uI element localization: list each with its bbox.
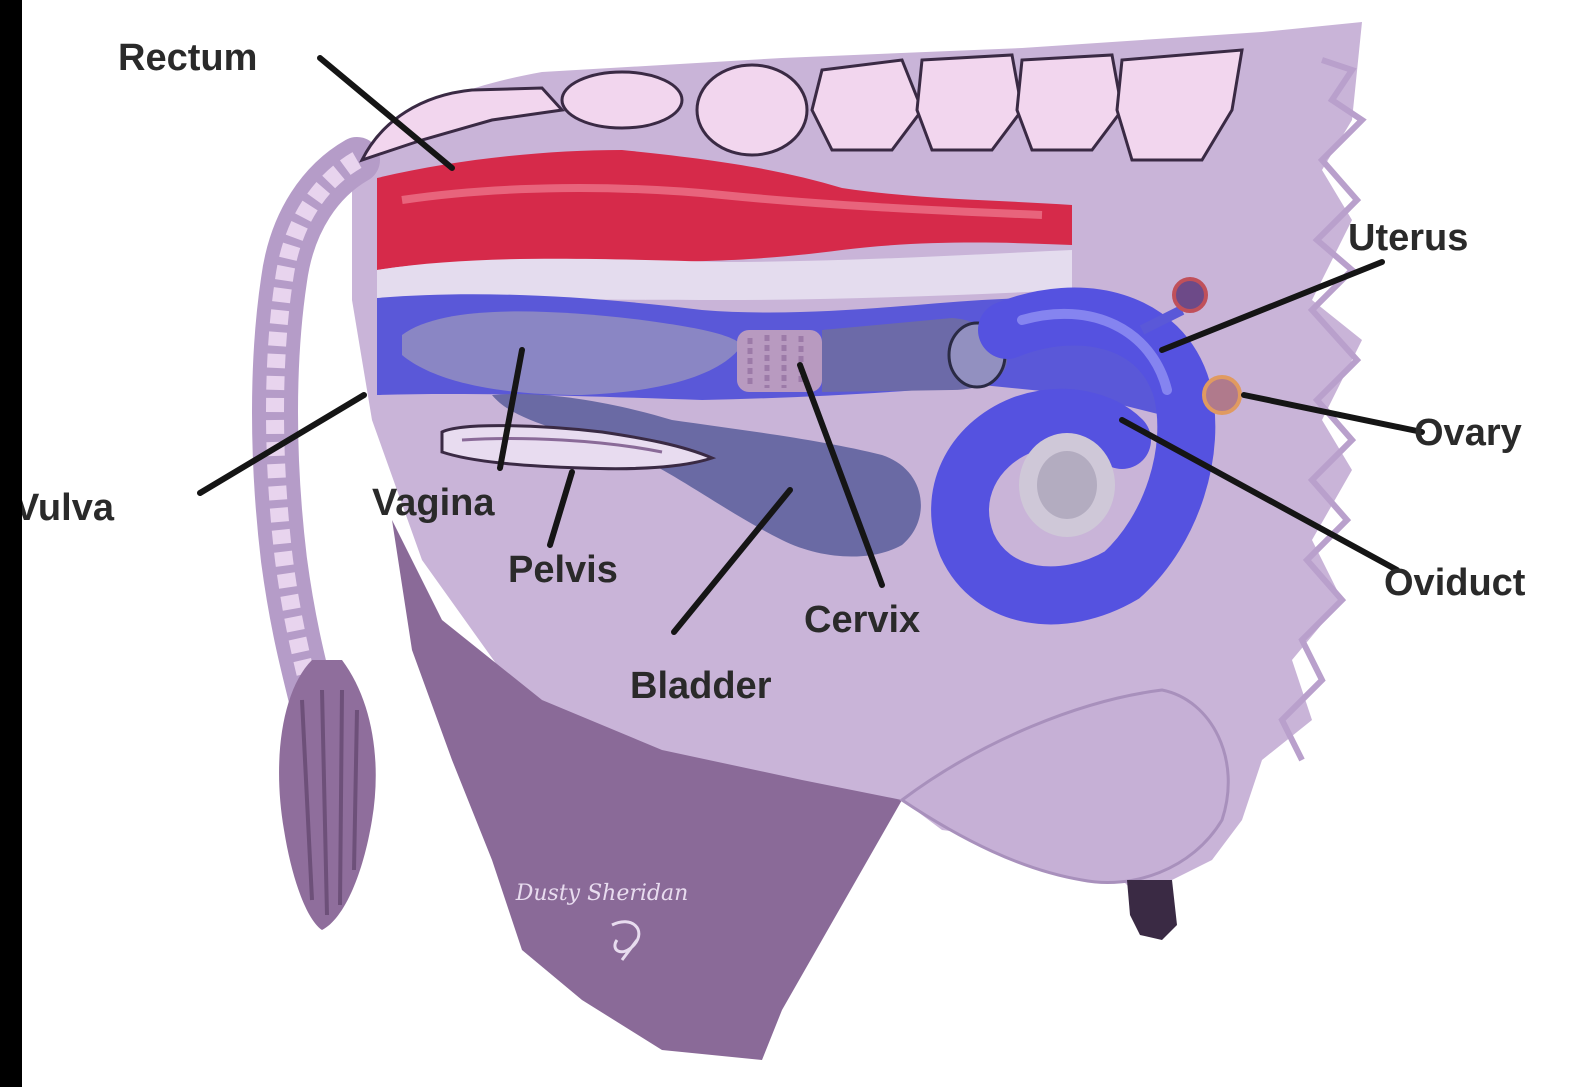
horn-center-inner xyxy=(1037,451,1097,519)
label-vulva: Vulva xyxy=(22,487,115,529)
ovary-upper xyxy=(1174,279,1206,311)
label-pelvis: Pelvis xyxy=(508,549,618,591)
label-oviduct: Oviduct xyxy=(1384,562,1526,604)
label-uterus: Uterus xyxy=(1348,217,1468,259)
diagram-canvas: Dusty Sheridan Rectum Uterus Ovary Ovidu… xyxy=(22,0,1595,1087)
reproductive-tract-diagram: Dusty Sheridan Rectum Uterus Ovary Ovidu… xyxy=(22,0,1595,1087)
label-vagina: Vagina xyxy=(372,482,495,524)
signature: Dusty Sheridan xyxy=(515,881,689,906)
teat xyxy=(1127,880,1177,940)
ovary xyxy=(1204,377,1240,413)
label-ovary: Ovary xyxy=(1414,412,1522,454)
label-rectum: Rectum xyxy=(118,37,257,79)
label-cervix: Cervix xyxy=(804,599,920,641)
label-bladder: Bladder xyxy=(630,665,772,707)
